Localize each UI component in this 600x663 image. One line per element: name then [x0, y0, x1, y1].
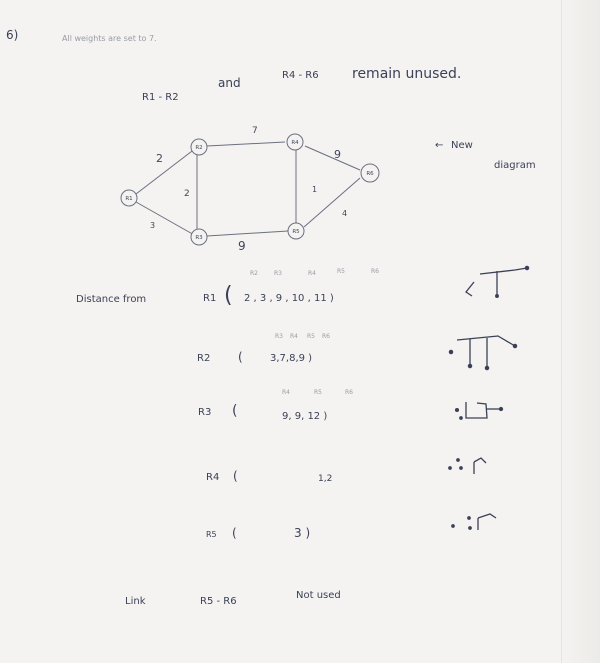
tree-sketches [448, 265, 530, 530]
distance-row-open-r1: ( [224, 283, 233, 308]
tree-sketch-r2 [448, 349, 454, 355]
distance-row-router-r5: R5 [206, 530, 217, 539]
distance-row-router-r1: R1 [203, 293, 217, 304]
distance-row-values-r4: 1,2 [318, 474, 333, 484]
weight-r5-r6: 4 [342, 209, 347, 218]
node-label-r1: R1 [125, 196, 132, 202]
distance-col-label: R2 [250, 270, 258, 277]
faint-note: All weights are set to 7. [62, 34, 157, 43]
tree-sketch-r4 [448, 466, 452, 470]
node-label-r6: R6 [366, 171, 374, 177]
router-pair-label-2: R4 - R6 [282, 70, 319, 81]
distance-col-label: R3 [275, 333, 283, 340]
distance-row-values-r2: 3,7,8,9 ) [270, 353, 313, 364]
distance-col-label: R4 [282, 389, 290, 396]
distance-col-label: R3 [274, 270, 282, 277]
annotation-new: New [451, 140, 473, 151]
tree-sketch-r5 [451, 524, 455, 528]
distance-row-open-r2: ( [238, 350, 243, 364]
edge-r5-r6 [303, 177, 361, 228]
node-r3 [190, 228, 208, 246]
node-r1 [120, 189, 138, 207]
distance-from-label: Distance from [76, 294, 147, 305]
weight-r2-r3: 2 [184, 189, 190, 199]
weight-r4-r5: 1 [312, 185, 317, 194]
edge-r1-r3 [135, 201, 197, 237]
distance-row-router-r4: R4 [206, 472, 220, 483]
distance-col-label: R5 [314, 389, 322, 396]
node-label-r3: R3 [195, 235, 203, 241]
node-label-r2: R2 [195, 145, 202, 151]
weight-r1-r3: 3 [150, 221, 155, 230]
node-r5 [287, 222, 305, 240]
distance-col-label: R5 [307, 333, 315, 340]
page-edge [561, 0, 600, 663]
arrow-icon: ← [435, 140, 444, 151]
tree-sketch-r1 [465, 281, 475, 297]
edge-r3-r5 [206, 230, 289, 237]
weight-r3-r5: 9 [238, 239, 246, 253]
annotation-diagram: diagram [494, 160, 536, 171]
weight-r2-r4: 7 [252, 126, 258, 136]
distance-row-values-r5: 3 ) [294, 526, 311, 540]
link-pair: R5 - R6 [200, 596, 237, 607]
distance-row-open-r4: ( [233, 469, 238, 483]
node-r6 [360, 163, 380, 183]
distance-row-values-r1: 2 , 3 , 9 , 10 , 11 ) [244, 293, 334, 304]
distance-col-label: R5 [337, 268, 345, 275]
edge-r4-r6 [304, 145, 361, 171]
link-status: Not used [296, 590, 341, 601]
and-word: and [218, 76, 241, 90]
remain-unused-text: remain unused. [352, 66, 462, 82]
tree-sketch-r3 [465, 402, 488, 419]
node-r2 [190, 138, 208, 156]
distance-row-open-r5: ( [232, 526, 237, 540]
distance-row-router-r2: R2 [197, 353, 211, 364]
node-r4 [286, 133, 304, 151]
node-label-r5: R5 [292, 229, 300, 235]
router-pair-label: R1 - R2 [142, 92, 179, 103]
distance-row-router-r3: R3 [198, 407, 212, 418]
distance-col-label: R6 [322, 333, 330, 340]
distance-row-values-r3: 9, 9, 12 ) [282, 411, 328, 422]
distance-col-label: R6 [371, 268, 379, 275]
weight-r1-r2: 2 [156, 152, 163, 165]
distance-col-label: R4 [308, 270, 316, 277]
distance-row-open-r3: ( [232, 403, 238, 419]
node-label-r4: R4 [291, 140, 299, 146]
problem-number: 6) [6, 28, 19, 42]
distance-col-label: R4 [290, 333, 298, 340]
edge-r1-r2 [135, 147, 197, 195]
edge-r2-r4 [206, 141, 286, 147]
distance-col-label: R6 [345, 389, 353, 396]
weight-r4-r6: 9 [334, 148, 341, 161]
link-word: Link [125, 596, 146, 607]
